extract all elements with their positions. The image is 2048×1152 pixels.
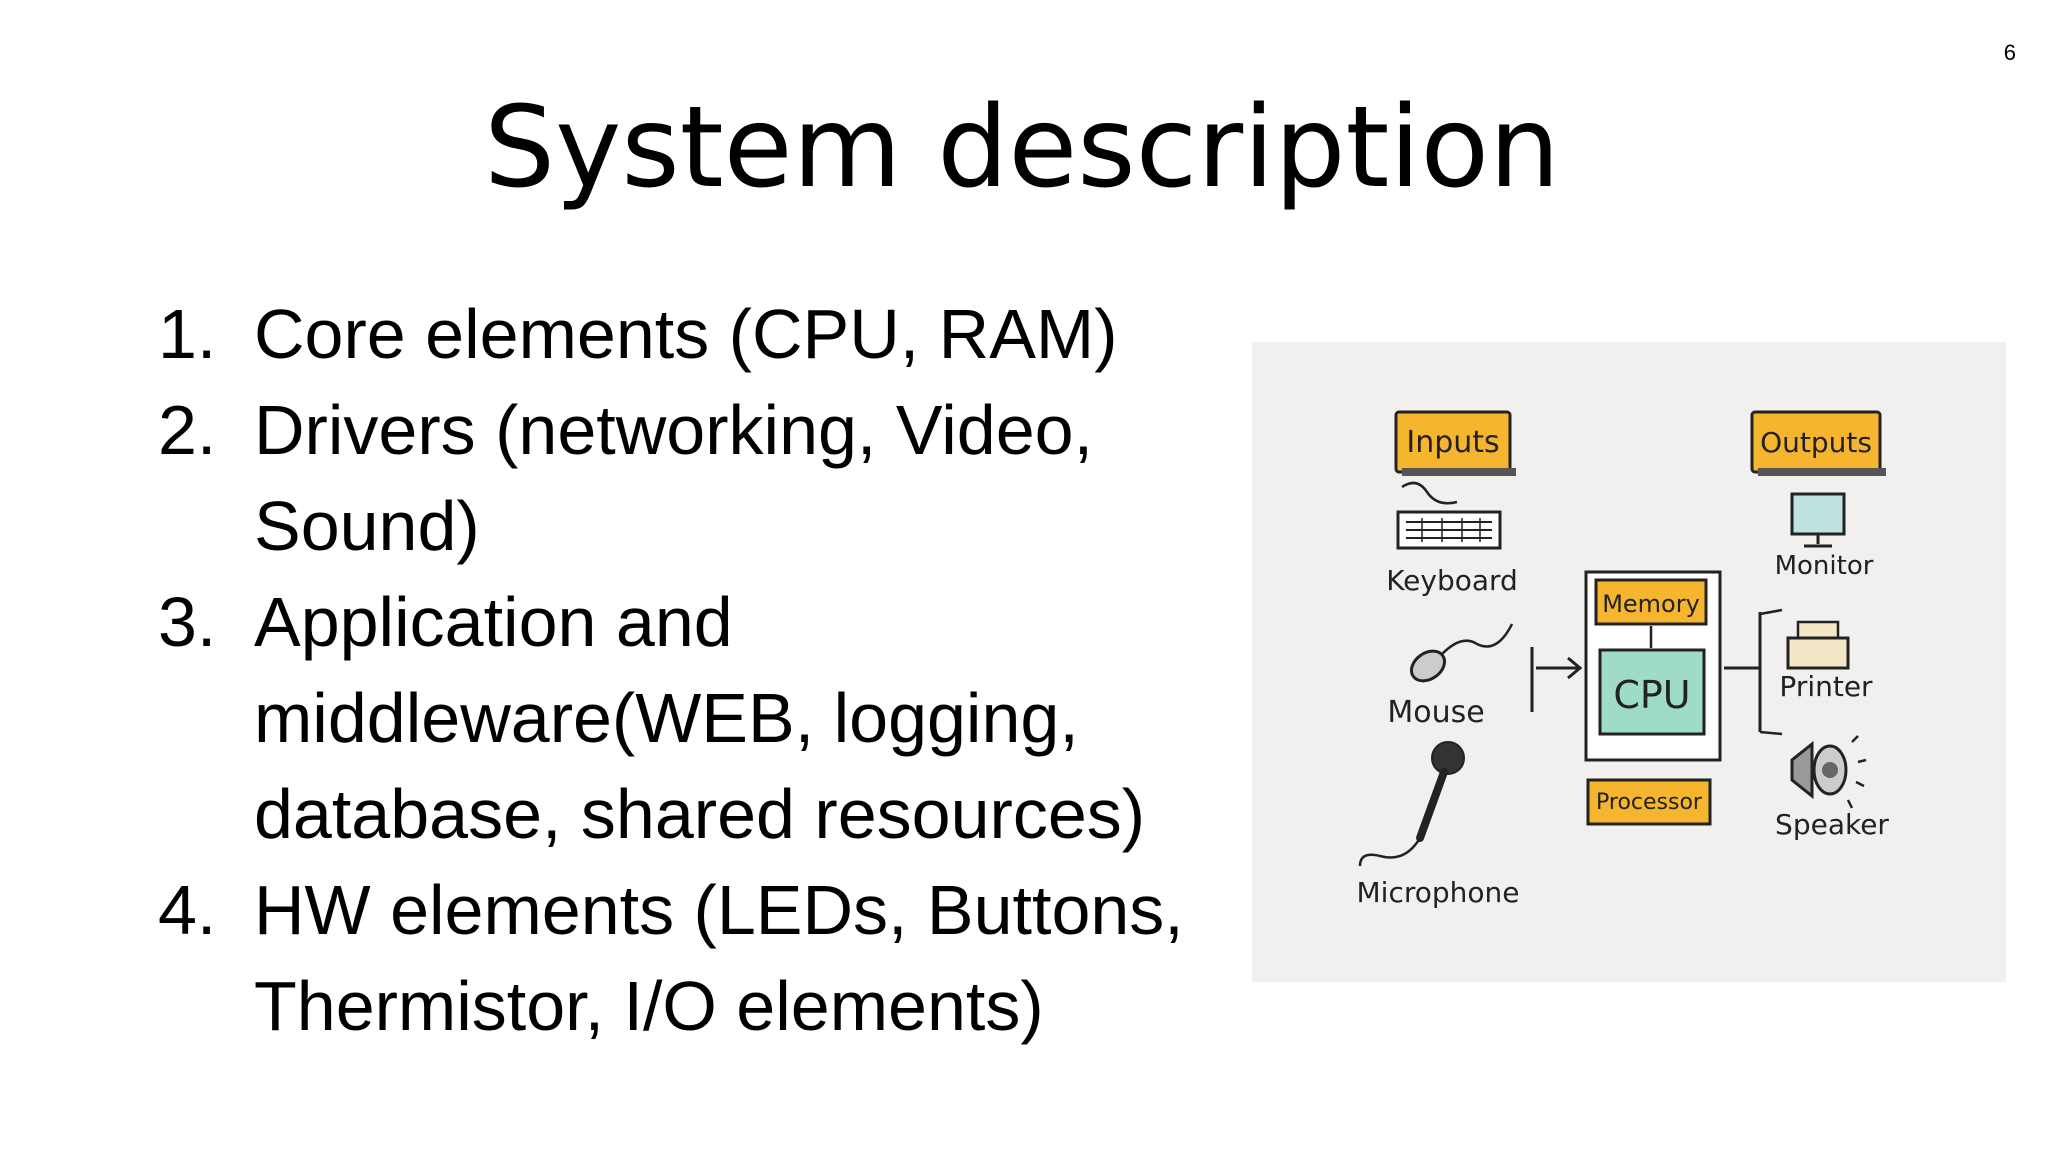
cpu-label: CPU bbox=[1613, 673, 1690, 717]
list-item: 4. HW elements (LEDs, Buttons, Thermisto… bbox=[150, 862, 1250, 1054]
monitor-icon bbox=[1790, 492, 1846, 548]
keyboard-icon bbox=[1396, 481, 1502, 550]
outputs-label: Outputs bbox=[1760, 426, 1872, 459]
numbered-list: 1. Core elements (CPU, RAM) 2. Drivers (… bbox=[150, 286, 1250, 1054]
processor-label: Processor bbox=[1596, 790, 1703, 815]
list-item-number: 4. bbox=[158, 871, 217, 949]
list-item-number: 1. bbox=[158, 295, 217, 373]
speaker-label: Speaker bbox=[1775, 808, 1889, 841]
input-arrow bbox=[1530, 647, 1583, 712]
list-item-line: HW elements (LEDs, Buttons, bbox=[254, 871, 1184, 949]
printer-label: Printer bbox=[1779, 670, 1873, 703]
list-item-line: Sound) bbox=[254, 487, 480, 565]
mouse-icon bbox=[1409, 623, 1514, 683]
processor-box: Memory CPU bbox=[1584, 570, 1722, 762]
list-item-line: middleware(WEB, logging, bbox=[254, 679, 1079, 757]
list-item-line: database, shared resources) bbox=[254, 775, 1146, 853]
keyboard-label: Keyboard bbox=[1386, 564, 1518, 597]
list-item-number: 3. bbox=[158, 583, 217, 661]
list-item-line: Drivers (networking, Video, bbox=[254, 391, 1094, 469]
speaker-icon bbox=[1790, 735, 1867, 809]
processor-tag: Processor bbox=[1586, 778, 1712, 826]
microphone-label: Microphone bbox=[1357, 876, 1520, 909]
memory-label: Memory bbox=[1602, 590, 1700, 618]
slide-title-text: System description bbox=[484, 83, 1560, 213]
computer-components-illustration: Inputs Outputs Keyboard Mouse bbox=[1252, 342, 2006, 982]
list-item-number: 2. bbox=[158, 391, 217, 469]
list-item-line: Core elements (CPU, RAM) bbox=[254, 295, 1118, 373]
inputs-label: Inputs bbox=[1406, 425, 1499, 460]
mouse-label: Mouse bbox=[1387, 695, 1484, 730]
printer-icon bbox=[1786, 620, 1850, 670]
inputs-tag: Inputs bbox=[1394, 410, 1516, 476]
list-item: 2. Drivers (networking, Video, Sound) bbox=[150, 382, 1250, 574]
slide-title: System description bbox=[0, 78, 2046, 218]
monitor-label: Monitor bbox=[1775, 551, 1874, 581]
slide-number: 6 bbox=[2003, 40, 2016, 65]
list-item-line: Thermistor, I/O elements) bbox=[254, 967, 1044, 1045]
list-item: 3. Application and middleware(WEB, loggi… bbox=[150, 574, 1250, 862]
outputs-tag: Outputs bbox=[1750, 410, 1886, 476]
output-arrow bbox=[1724, 608, 1783, 736]
list-item-line: Application and bbox=[254, 583, 733, 661]
content-list-container: 1. Core elements (CPU, RAM) 2. Drivers (… bbox=[150, 286, 1250, 1054]
illustration-svg: Inputs Outputs Keyboard Mouse bbox=[1357, 410, 1889, 909]
list-item: 1. Core elements (CPU, RAM) bbox=[150, 286, 1250, 382]
microphone-icon bbox=[1358, 741, 1465, 867]
